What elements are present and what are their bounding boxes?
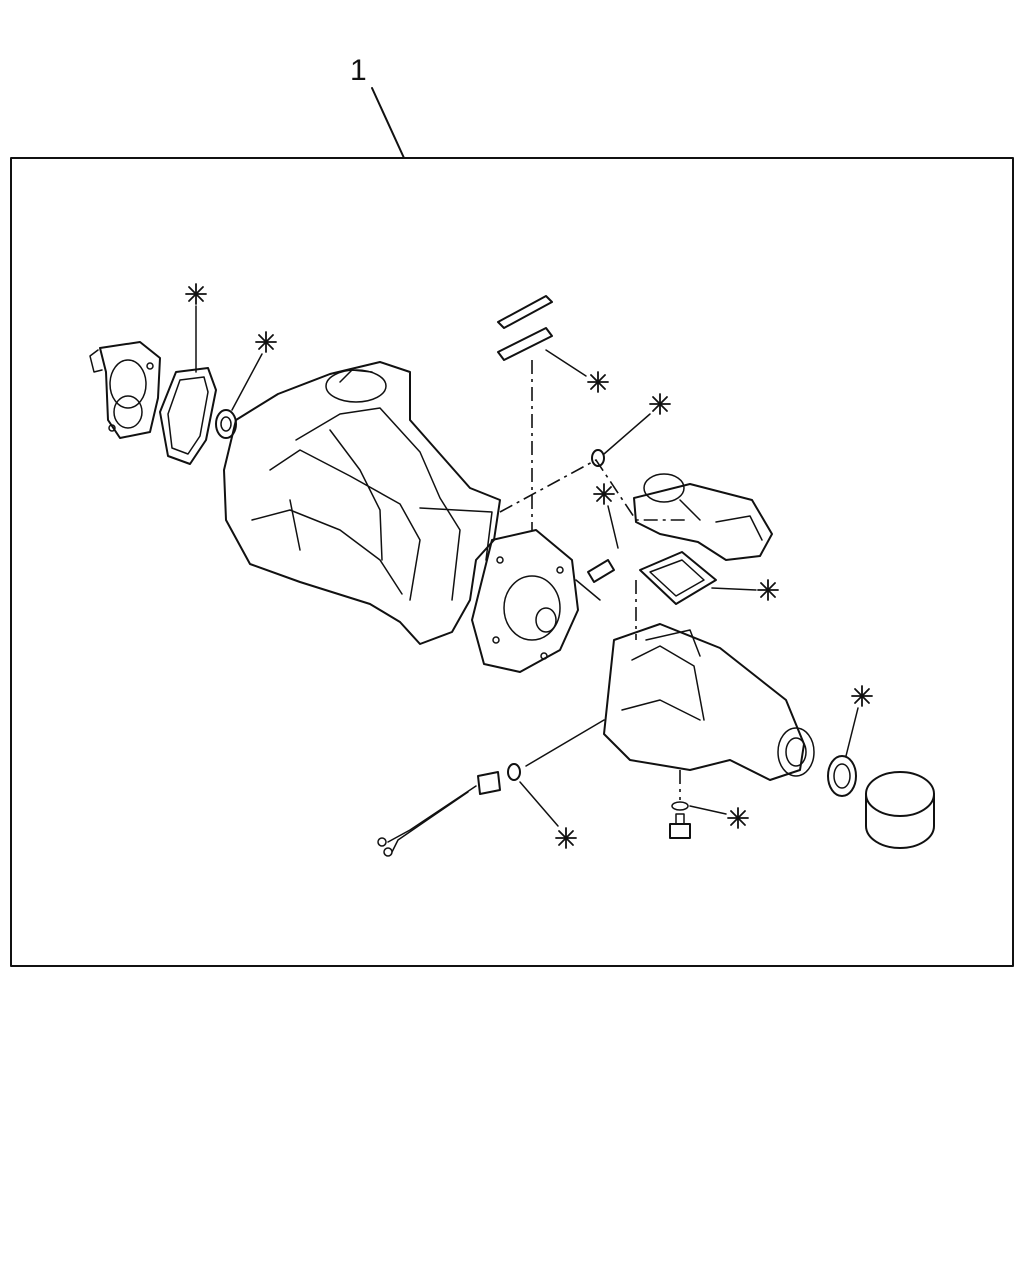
asterisk-marker-gasket [185,283,207,305]
dust-cover-cylinder [865,771,935,849]
asterisk-marker-o-ring [649,393,671,415]
asterisk-marker-sensor-washer [555,827,577,849]
intermediate-plate [471,529,579,673]
callout-leader-1 [371,87,405,159]
asterisk-marker-switch [593,483,615,505]
o-ring-small [591,449,605,467]
assembly-frame [10,157,1014,967]
rear-housing [603,623,815,781]
asterisk-marker-drain-washer [727,807,749,829]
callout-number-1: 1 [350,54,367,87]
extension-gasket [159,367,217,465]
asterisk-marker-rear-seal [851,685,873,707]
rear-extension-housing [89,341,161,439]
cover-gasket [639,551,717,605]
asterisk-markers [185,283,873,849]
asterisk-marker-rods [587,371,609,393]
asterisk-marker-bearing [255,331,277,353]
shift-switch [575,559,615,601]
drain-plug [669,801,691,839]
leader-sensor [525,719,605,767]
transmission-main-case [223,361,501,645]
speed-sensor-harness [377,763,521,857]
linkage-rods [497,295,553,361]
alignment-line-center [499,458,686,521]
asterisk-marker-cover-gasket [757,579,779,601]
shift-control-housing [633,473,773,561]
rear-seal [827,755,857,797]
